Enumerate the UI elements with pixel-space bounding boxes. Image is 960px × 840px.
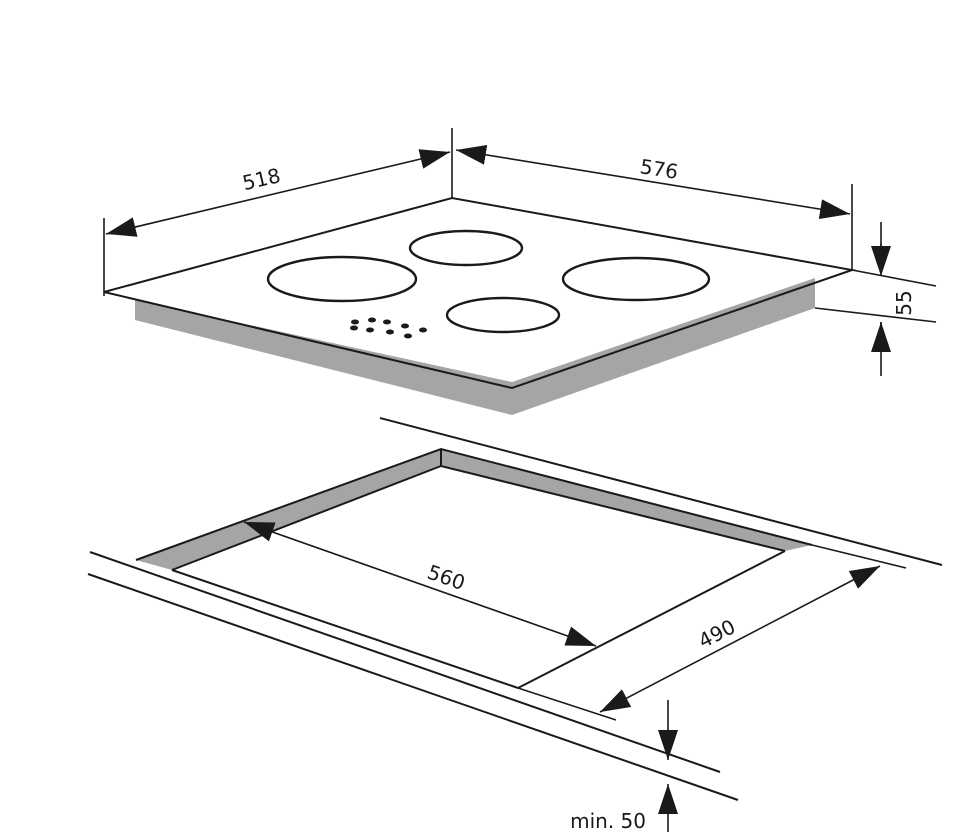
hob-right-side: [512, 278, 815, 415]
dim-cutout-width-label: 560: [424, 560, 468, 595]
dim-hob-depth: 518: [105, 149, 451, 237]
dim-worktop-thickness-label: min. 50: [570, 809, 646, 833]
burner-rear: [408, 229, 524, 267]
worktop-front-edge-bottom: [87, 573, 739, 801]
cutout-left-wall: [136, 449, 441, 570]
burner-right: [561, 256, 711, 302]
dim-hob-depth-label: 518: [240, 163, 283, 195]
dim-hob-height-label: 55: [892, 290, 916, 315]
dim-worktop-thickness: min. 50: [570, 700, 678, 833]
hob: [103, 196, 856, 415]
hob-glass-top: [103, 196, 856, 390]
dim-hob-width-label: 576: [638, 154, 679, 184]
worktop-front-edge-top: [89, 551, 721, 773]
worktop: [87, 417, 943, 801]
dim-cutout-depth: 490: [599, 565, 881, 713]
cutout-back-wall: [441, 449, 812, 551]
burner-left: [266, 255, 418, 303]
hob-extension-lines: [103, 128, 937, 323]
burner-front: [445, 296, 561, 334]
cutout-extension-lines: [517, 544, 907, 721]
hob-front-side: [135, 300, 512, 415]
dim-cutout-width: 560: [243, 521, 597, 647]
worktop-back-edge: [379, 417, 943, 566]
dim-hob-width: 576: [455, 144, 851, 220]
dim-hob-height: 55: [871, 222, 916, 376]
control-panel-icon: [350, 317, 427, 339]
dim-cutout-depth-label: 490: [694, 614, 739, 653]
